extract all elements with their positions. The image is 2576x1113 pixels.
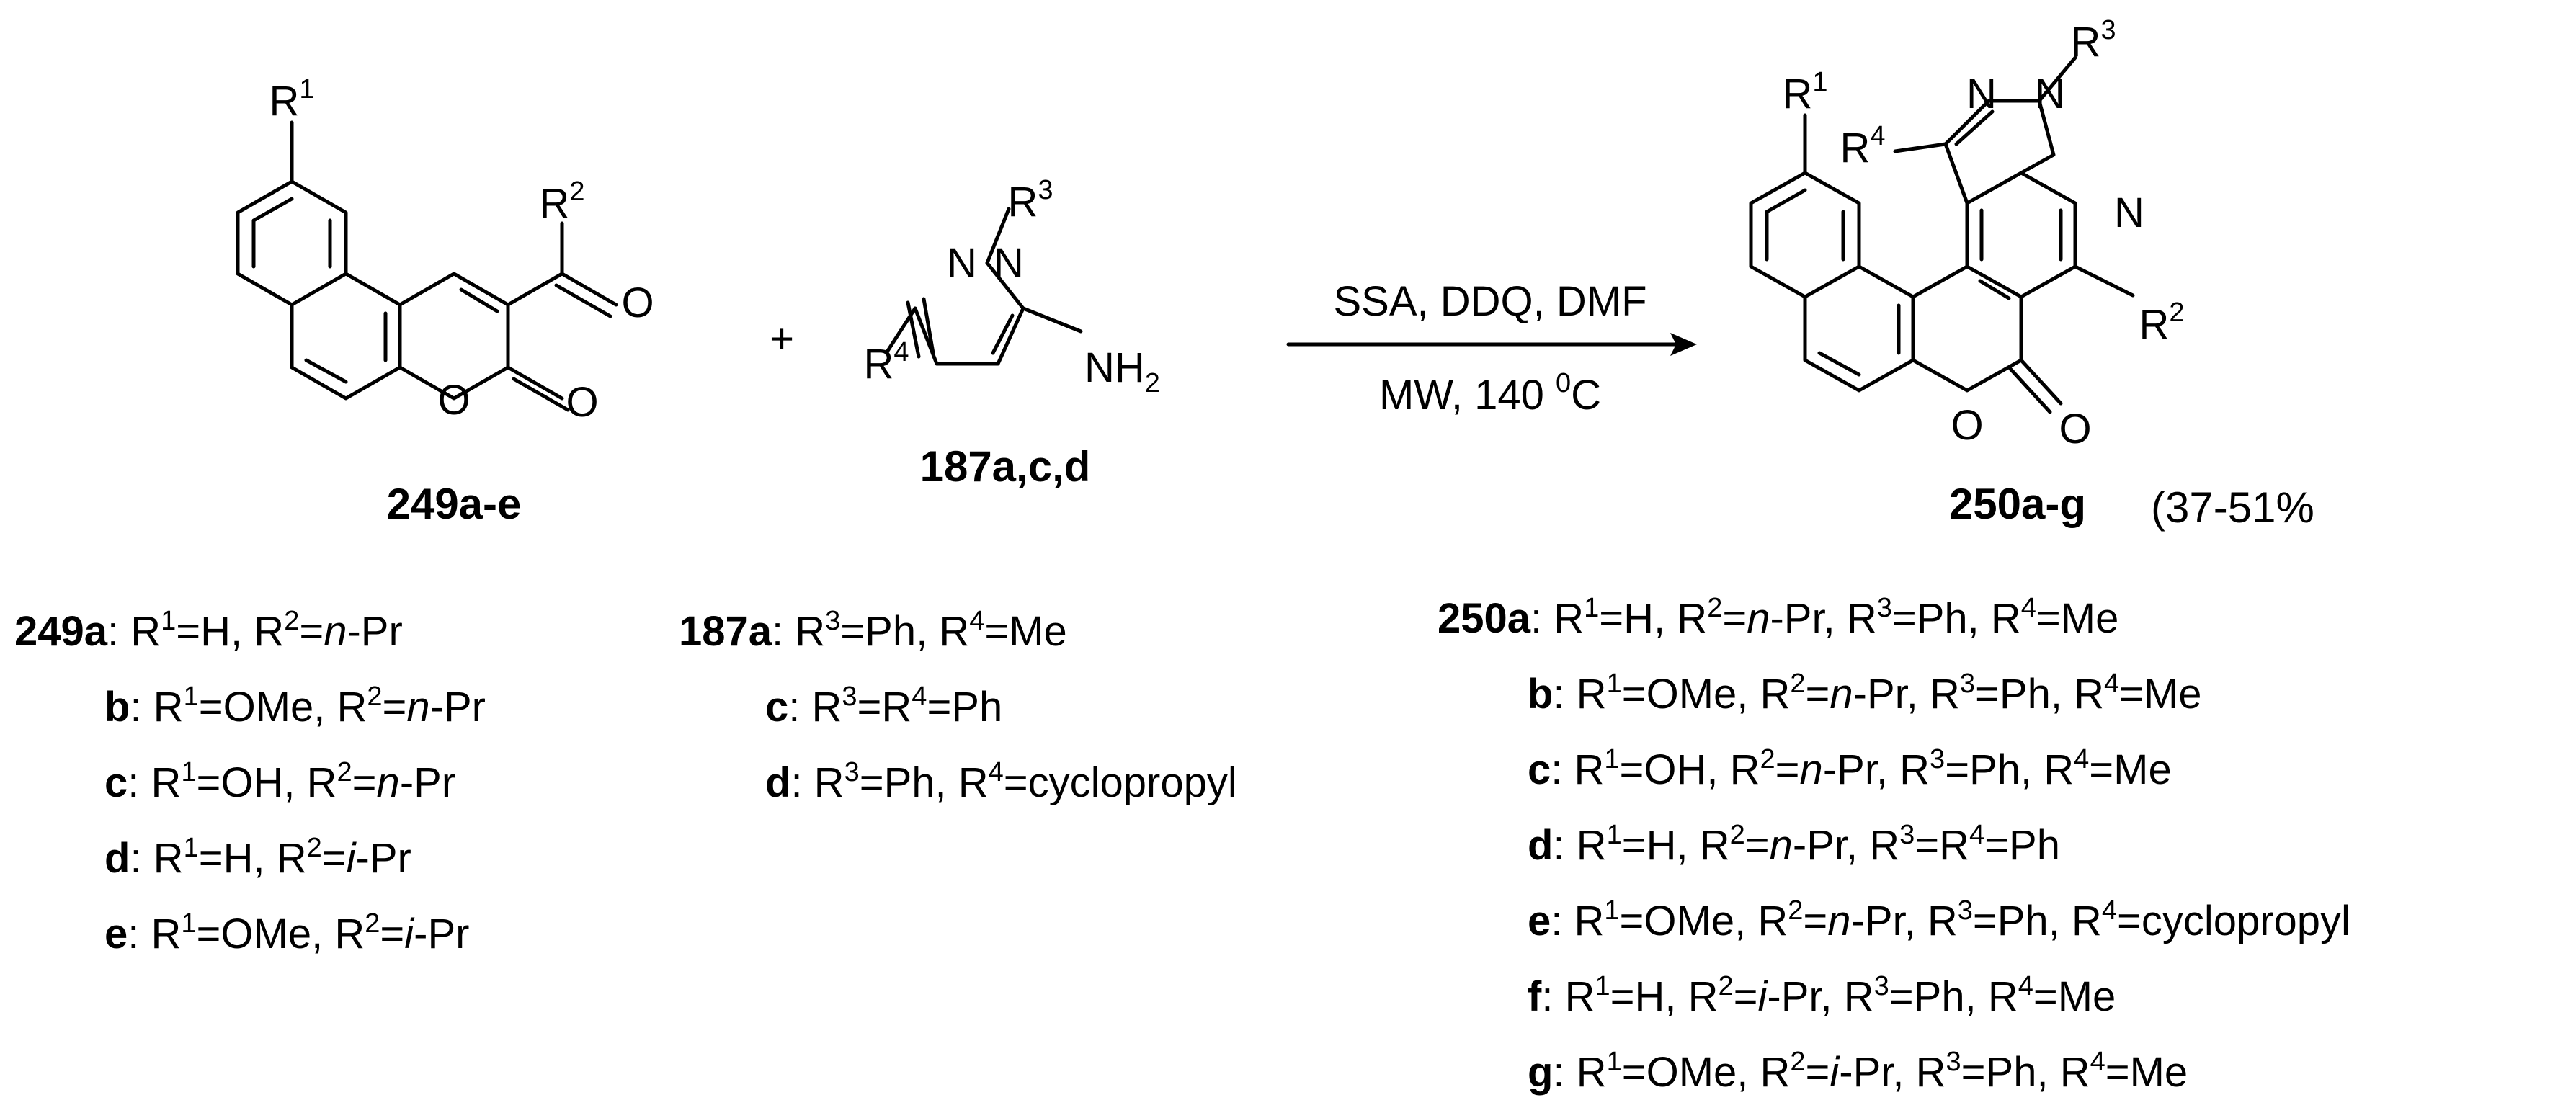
r2-label: R2 — [539, 176, 584, 227]
r3-label: R3 — [1007, 175, 1053, 225]
substituent-list-249: 249a: R1=H, R2=n-Pr b: R1=OMe, R2=n-Pr c: … — [14, 596, 486, 975]
list-249-variant-row: c: R1=OH, R2=n-Pr — [104, 757, 456, 806]
conditions-above: SSA, DDQ, DMF — [1333, 278, 1646, 325]
reactant-249-label: 249a-e — [387, 480, 522, 528]
list-249-variant-row: b: R1=OMe, R2=n-Pr — [104, 681, 486, 730]
reactant-187-label: 187a,c,d — [920, 442, 1091, 491]
product-pyridine-n: N — [2114, 189, 2144, 236]
list-249-variant-row: d: R1=H, R2=i-Pr — [104, 833, 411, 882]
list-187-variant-row: d: R3=Ph, R4=cyclopropyl — [765, 757, 1237, 806]
product-lactone-oxygen: O — [2059, 406, 2091, 452]
product-pyrazole-n-a: N — [1966, 71, 1997, 117]
list-250-variant-row: b: R1=OMe, R2=n-Pr, R3=Ph, R4=Me — [1528, 669, 2202, 718]
product-ring-oxygen: O — [1951, 402, 1983, 449]
list-187-variant-id: 187a — [679, 608, 772, 655]
pyrazole-n2: N — [947, 240, 977, 287]
list-187-variant-id: c — [765, 684, 789, 730]
list-187-variant-row: c: R3=R4=Ph — [765, 681, 1003, 730]
ring-oxygen: O — [437, 377, 470, 424]
list-250-variant-id: b — [1528, 671, 1554, 718]
reaction-arrow — [1286, 333, 1697, 356]
product-r3-label: R3 — [2070, 15, 2116, 66]
list-250-variant-row: e: R1=OMe, R2=n-Pr, R3=Ph, R4=cyclopropy… — [1528, 895, 2350, 944]
list-250-variant-row: d: R1=H, R2=n-Pr, R3=R4=Ph — [1528, 820, 2060, 869]
list-250-variant-id: g — [1528, 1049, 1554, 1096]
product-yield: (37-51% — [2151, 483, 2314, 532]
amino-group: NH2 — [1084, 344, 1160, 398]
product-r2-label: R2 — [2139, 298, 2184, 348]
list-249-variant-id: e — [104, 911, 128, 957]
list-250-variant-row: g: R1=OMe, R2=i-Pr, R3=Ph, R4=Me — [1528, 1047, 2188, 1096]
list-187-variant-row: 187a: R3=Ph, R4=Me — [679, 606, 1067, 655]
reactant-187-structure — [884, 207, 1083, 366]
carbonyl-oxygen: O — [621, 280, 654, 326]
lactone-oxygen: O — [566, 379, 598, 426]
list-249-variant-row: 249a: R1=H, R2=n-Pr — [14, 606, 403, 655]
list-250-variant-id: 250a — [1438, 595, 1531, 642]
product-250-label: 250a-g — [1949, 480, 2086, 528]
list-250-variant-id: f — [1528, 973, 1542, 1020]
substituent-list-250: 250a: R1=H, R2=n-Pr, R3=Ph, R4=Me b: R1=O… — [1438, 584, 2350, 1113]
list-250-variant-row: c: R1=OH, R2=n-Pr, R3=Ph, R4=Me — [1528, 744, 2172, 793]
list-250-variant-row: f: R1=H, R2=i-Pr, R3=Ph, R4=Me — [1528, 971, 2116, 1020]
list-187-variant-id: d — [765, 759, 791, 806]
list-249-variant-id: 249a — [14, 608, 108, 655]
pyrazole-n1: N — [994, 240, 1024, 287]
list-250-variant-row: 250a: R1=H, R2=n-Pr, R3=Ph, R4=Me — [1438, 593, 2119, 642]
r4-label: R4 — [863, 337, 909, 388]
list-249-variant-id: d — [104, 835, 130, 882]
product-r4-label: R4 — [1840, 121, 1885, 171]
product-r1-label: R1 — [1782, 67, 1827, 117]
list-249-variant-row: e: R1=OMe, R2=i-Pr — [104, 908, 470, 957]
product-250-structure — [1749, 55, 2135, 414]
list-249-variant-id: c — [104, 759, 128, 806]
r1-label: R1 — [269, 74, 314, 125]
reactant-249-structure — [236, 120, 618, 412]
product-pyrazole-n-b: N — [2035, 71, 2065, 117]
list-250-variant-id: e — [1528, 898, 1551, 944]
conditions-below: MW, 140 0C — [1379, 368, 1601, 419]
list-250-variant-id: c — [1528, 746, 1551, 793]
list-250-variant-id: d — [1528, 822, 1554, 869]
plus-sign: + — [770, 316, 794, 362]
substituent-list-187: 187a: R3=Ph, R4=Me c: R3=R4=Ph d: R3=Ph, R… — [679, 596, 1237, 823]
list-249-variant-id: b — [104, 684, 130, 730]
